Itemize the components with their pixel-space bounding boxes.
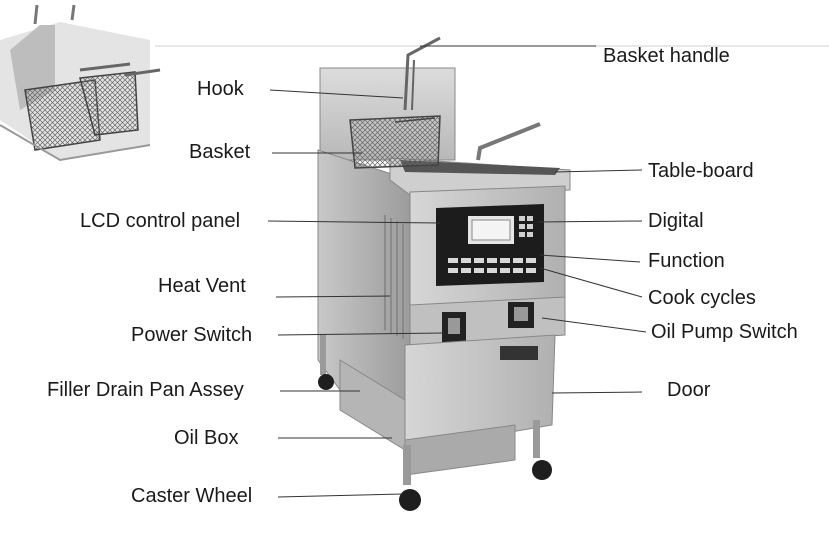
oil-pump-switch-shape xyxy=(508,302,534,328)
label-power-switch: Power Switch xyxy=(131,324,253,346)
label-digital: Digital xyxy=(648,210,704,232)
label-filler-drain-pan-assey: Filler Drain Pan Assey xyxy=(47,379,244,401)
label-hook: Hook xyxy=(197,78,244,100)
leader-lines xyxy=(267,45,647,498)
label-cook-cycles: Cook cycles xyxy=(648,287,756,309)
inset-basket-photo xyxy=(0,4,161,162)
heat-vent xyxy=(384,215,404,339)
caster-wheels xyxy=(318,374,552,511)
label-oil-box: Oil Box xyxy=(174,427,239,449)
fryer-basket xyxy=(349,36,541,169)
label-door: Door xyxy=(667,379,711,401)
label-oil-pump-switch: Oil Pump Switch xyxy=(651,321,798,343)
lcd-control-panel xyxy=(436,204,544,286)
label-table-board: Table-board xyxy=(648,160,754,182)
fryer-body xyxy=(317,67,571,511)
label-basket: Basket xyxy=(189,141,251,163)
label-caster-wheel: Caster Wheel xyxy=(131,485,253,507)
label-lcd-control-panel: LCD control panel xyxy=(80,210,241,232)
label-basket-handle: Basket handle xyxy=(603,45,730,67)
power-switch-shape xyxy=(442,312,466,342)
label-function: Function xyxy=(648,250,725,272)
label-heat-vent: Heat Vent xyxy=(158,275,246,297)
